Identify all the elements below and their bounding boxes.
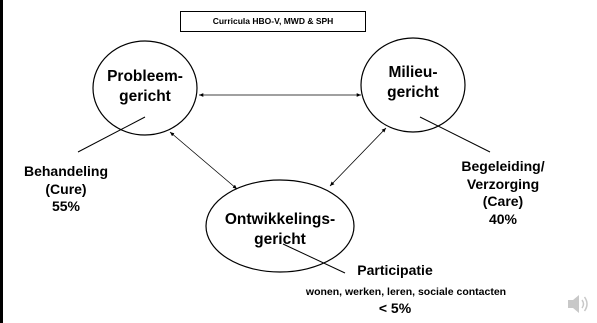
node-ontwikkelings-line2: gericht <box>254 231 306 248</box>
node-probleem-circle <box>92 40 198 136</box>
node-probleem-line1: Probleem- <box>107 68 183 85</box>
speaker-icon[interactable] <box>565 291 591 317</box>
node-milieu-circle <box>360 37 466 133</box>
node-ontwikkelings-circle <box>205 179 355 273</box>
label-care-line2: Verzorging <box>466 175 540 192</box>
label-participatie-subtitle: wonen, werken, leren, sociale contacten <box>305 286 507 298</box>
node-milieu-line1: Milieu- <box>388 64 438 81</box>
node-probleem-label: Probleem- gericht <box>91 67 199 107</box>
node-milieu-line2: gericht <box>387 84 439 101</box>
label-participatie-percent: < 5% <box>378 300 412 316</box>
node-milieu-label: Milieu- gericht <box>360 63 466 103</box>
label-cure-line3: 55% <box>51 198 81 214</box>
label-cure-line1: Behandeling <box>23 163 108 179</box>
label-care: Begeleiding/ Verzorging (Care) 40% <box>440 158 566 228</box>
arrow-probleem-ontwikkelings <box>169 131 238 190</box>
label-cure: Behandeling (Cure) 55% <box>6 163 126 216</box>
label-care-line4: 40% <box>488 210 518 227</box>
node-probleem-line2: gericht <box>119 88 171 105</box>
label-participatie-title: Participatie <box>357 262 433 278</box>
slide-title: Curricula HBO-V, MWD & SPH <box>180 11 366 32</box>
connector-participatie <box>282 243 346 274</box>
label-care-line1: Begeleiding/ <box>461 158 545 174</box>
node-ontwikkelings-line1: Ontwikkelings- <box>224 211 336 228</box>
node-ontwikkelings-label: Ontwikkelings- gericht <box>200 210 360 250</box>
label-care-line3: (Care) <box>482 193 524 209</box>
arrow-milieu-ontwikkelings <box>329 127 387 187</box>
left-border <box>0 0 3 323</box>
label-cure-line2: (Cure) <box>45 180 87 197</box>
connector-care <box>419 116 491 153</box>
connector-cure <box>77 116 146 153</box>
